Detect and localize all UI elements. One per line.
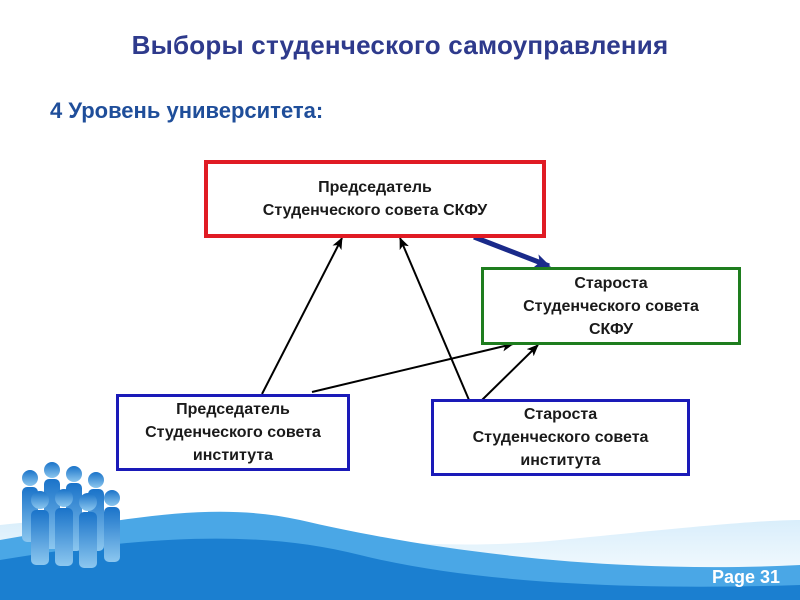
node-line: института (192, 447, 274, 464)
node-line: Староста (574, 274, 648, 292)
node-line: Председатель (176, 401, 290, 418)
node-line: Староста (523, 406, 598, 423)
node-line: института (520, 452, 601, 469)
page-number: Page 31 (711, 567, 780, 587)
node-line: Студенческого совета (145, 424, 321, 441)
arrow-head-institute-to-head-skfu (481, 344, 539, 401)
slide-title: Выборы студенческого самоуправления (131, 30, 669, 60)
node-head-student-council-skfu: Староста Студенческого совета СКФУ (481, 267, 741, 345)
node-head-student-council-institute: Староста Студенческого совета института (431, 399, 690, 476)
arrow-chair-skfu-to-head-skfu (473, 234, 551, 269)
arrow-head-institute-to-chair-skfu (399, 237, 470, 401)
node-line: Студенческого совета (523, 297, 699, 315)
arrow-chair-institute-to-head-skfu (311, 341, 514, 393)
node-line: Председатель (318, 179, 432, 196)
node-chair-student-council-institute: Председатель Студенческого совета инстит… (116, 394, 350, 471)
node-chair-student-council-skfu: Председатель Студенческого совета СКФУ (204, 160, 546, 238)
business-people-silhouette-icon (22, 462, 120, 568)
node-line: СКФУ (588, 320, 634, 338)
node-line: Студенческого совета (472, 429, 649, 446)
node-line: Студенческого совета СКФУ (262, 202, 488, 219)
slide-subtitle: 4 Уровень университета: (50, 98, 324, 123)
arrow-chair-institute-to-chair-skfu (261, 237, 343, 395)
